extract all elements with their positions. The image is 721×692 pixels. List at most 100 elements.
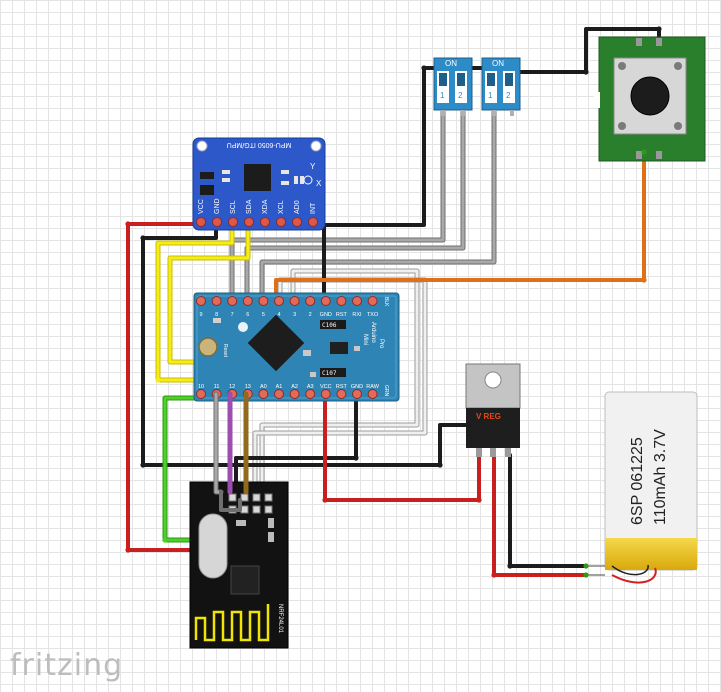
lipo-battery[interactable]: 6SP 061225 110mAh 3.7V bbox=[586, 391, 698, 584]
arduino-pin-label-bottom: RST bbox=[336, 384, 348, 390]
arduino-pin-label-top: 9 bbox=[199, 312, 202, 318]
arduino-pin-label-bottom: A0 bbox=[260, 384, 267, 390]
mpu-pin-label: SCL bbox=[230, 200, 237, 214]
red-wire-arduino-vcc[interactable] bbox=[323, 392, 481, 502]
dip-switch-2[interactable]: ON 1 2 bbox=[481, 57, 521, 116]
mpu-pin-ad0[interactable] bbox=[292, 217, 302, 227]
mpu-pin-xda[interactable] bbox=[260, 217, 270, 227]
wire-bendpoint bbox=[583, 572, 589, 578]
wire-bendpoint bbox=[140, 235, 146, 241]
nrf-pin[interactable] bbox=[228, 493, 237, 502]
push-button-cap[interactable] bbox=[630, 76, 670, 116]
mpu-pin-sda[interactable] bbox=[244, 217, 254, 227]
dip-1-num-2: 2 bbox=[458, 91, 463, 100]
battery-lead-black bbox=[611, 564, 649, 576]
reset-button[interactable] bbox=[198, 337, 218, 357]
mpu-pin-xcl[interactable] bbox=[276, 217, 286, 227]
arduino-pin-bottom-gnd[interactable] bbox=[352, 389, 362, 399]
arduino-pin-bottom-10[interactable] bbox=[196, 389, 206, 399]
wire-bendpoint bbox=[656, 26, 662, 32]
mpu-pin-label: INT bbox=[310, 202, 317, 214]
wire-bendpoint bbox=[162, 537, 168, 543]
arduino-side-text-3: Mini bbox=[362, 334, 368, 345]
arduino-pin-top-gnd[interactable] bbox=[320, 296, 331, 306]
arduino-pin-bottom-vcc[interactable] bbox=[320, 389, 331, 399]
dip-2-num-1: 1 bbox=[488, 91, 493, 100]
arduino-pin-top-5[interactable] bbox=[258, 296, 269, 306]
wire-bendpoint bbox=[641, 277, 647, 283]
grn-label: GRN bbox=[383, 385, 389, 397]
arduino-pin-label-bottom: A1 bbox=[276, 384, 283, 390]
orange-wire[interactable] bbox=[274, 150, 646, 303]
arduino-pin-label-top: 8 bbox=[215, 312, 218, 318]
nrf-pin[interactable] bbox=[252, 505, 261, 514]
arduino-pin-bottom-a3[interactable] bbox=[305, 389, 316, 399]
arduino-pin-label-top: 2 bbox=[309, 312, 312, 318]
mpu-pin-label: XCL bbox=[278, 200, 285, 214]
battery-lead-red bbox=[611, 567, 657, 584]
mpu-pin-int[interactable] bbox=[308, 217, 318, 227]
arduino-side-text-1: Arduino bbox=[370, 322, 376, 343]
arduino-pin-top-6[interactable] bbox=[242, 296, 253, 306]
dip-switch-1[interactable]: ON 1 2 bbox=[433, 57, 473, 116]
black-wire-pushbutton[interactable] bbox=[484, 27, 661, 74]
mpu-pin-label: GND bbox=[214, 198, 221, 214]
gray-wire-nrf-ce[interactable] bbox=[219, 490, 242, 512]
wire-bendpoint bbox=[476, 497, 482, 503]
voltage-regulator[interactable]: V REG bbox=[465, 363, 521, 457]
blk-label: BLK bbox=[383, 297, 389, 307]
mpu-pin-scl[interactable] bbox=[228, 217, 238, 227]
nrf-pin[interactable] bbox=[240, 505, 249, 514]
wire-bendpoint bbox=[421, 65, 427, 71]
red-wire-battery[interactable] bbox=[492, 453, 588, 577]
wire-bendpoint bbox=[322, 497, 328, 503]
arduino-pin-label-bottom: 10 bbox=[198, 384, 204, 390]
arduino-pin-bottom-raw[interactable] bbox=[367, 389, 378, 399]
arduino-pin-top-7[interactable] bbox=[227, 296, 238, 306]
arduino-pin-label-top: GND bbox=[320, 312, 332, 318]
arduino-pin-label-top: 3 bbox=[293, 312, 296, 318]
battery-line-2: 110mAh 3.7V bbox=[652, 429, 669, 525]
arduino-pin-top-rst[interactable] bbox=[336, 296, 347, 306]
arduino-pin-top-rxi[interactable] bbox=[352, 296, 362, 306]
dip-1-on: ON bbox=[445, 59, 457, 68]
nrf-pin[interactable] bbox=[240, 493, 249, 502]
wires-front bbox=[213, 391, 249, 512]
black-wire-arduino-gnd[interactable] bbox=[234, 392, 358, 502]
arduino-pin-label-top: 7 bbox=[231, 312, 234, 318]
arduino-pin-top-4[interactable] bbox=[274, 296, 284, 306]
mpu-pin-vcc[interactable] bbox=[196, 217, 206, 227]
dip-2-on: ON bbox=[492, 59, 504, 68]
wire-bendpoint bbox=[125, 221, 131, 227]
black-wire-battery[interactable] bbox=[508, 453, 588, 568]
arduino-pin-bottom-rst[interactable] bbox=[336, 389, 347, 399]
mpu-pin-label: SDA bbox=[246, 199, 253, 214]
wire-bendpoint bbox=[583, 69, 589, 75]
arduino-pin-bottom-a1[interactable] bbox=[274, 389, 284, 399]
wire-bendpoint bbox=[507, 563, 513, 569]
vreg-label: V REG bbox=[476, 412, 501, 421]
arduino-pin-top-8[interactable] bbox=[211, 296, 222, 306]
arduino-pin-top-9[interactable] bbox=[196, 296, 206, 306]
arduino-pin-top-2[interactable] bbox=[305, 296, 316, 306]
push-button-module[interactable] bbox=[594, 36, 706, 162]
nrf-pin[interactable] bbox=[252, 493, 261, 502]
arduino-pin-bottom-a0[interactable] bbox=[258, 389, 269, 399]
nrf-pin[interactable] bbox=[264, 493, 273, 502]
nrf-pin[interactable] bbox=[264, 505, 273, 514]
wire-bendpoint bbox=[155, 377, 161, 383]
arduino-pin-label-top: 6 bbox=[246, 312, 249, 318]
arduino-pin-top-txo[interactable] bbox=[367, 296, 378, 306]
arduino-pin-label-bottom: 13 bbox=[245, 384, 251, 390]
arduino-pin-label-bottom: 11 bbox=[214, 384, 220, 390]
chip-label-top: C106 bbox=[322, 322, 337, 329]
mpu-pin-gnd[interactable] bbox=[212, 217, 222, 227]
fritzing-logo: fritzing bbox=[10, 648, 124, 683]
arduino-pin-top-3[interactable] bbox=[289, 296, 300, 306]
arduino-pin-bottom-a2[interactable] bbox=[289, 389, 300, 399]
